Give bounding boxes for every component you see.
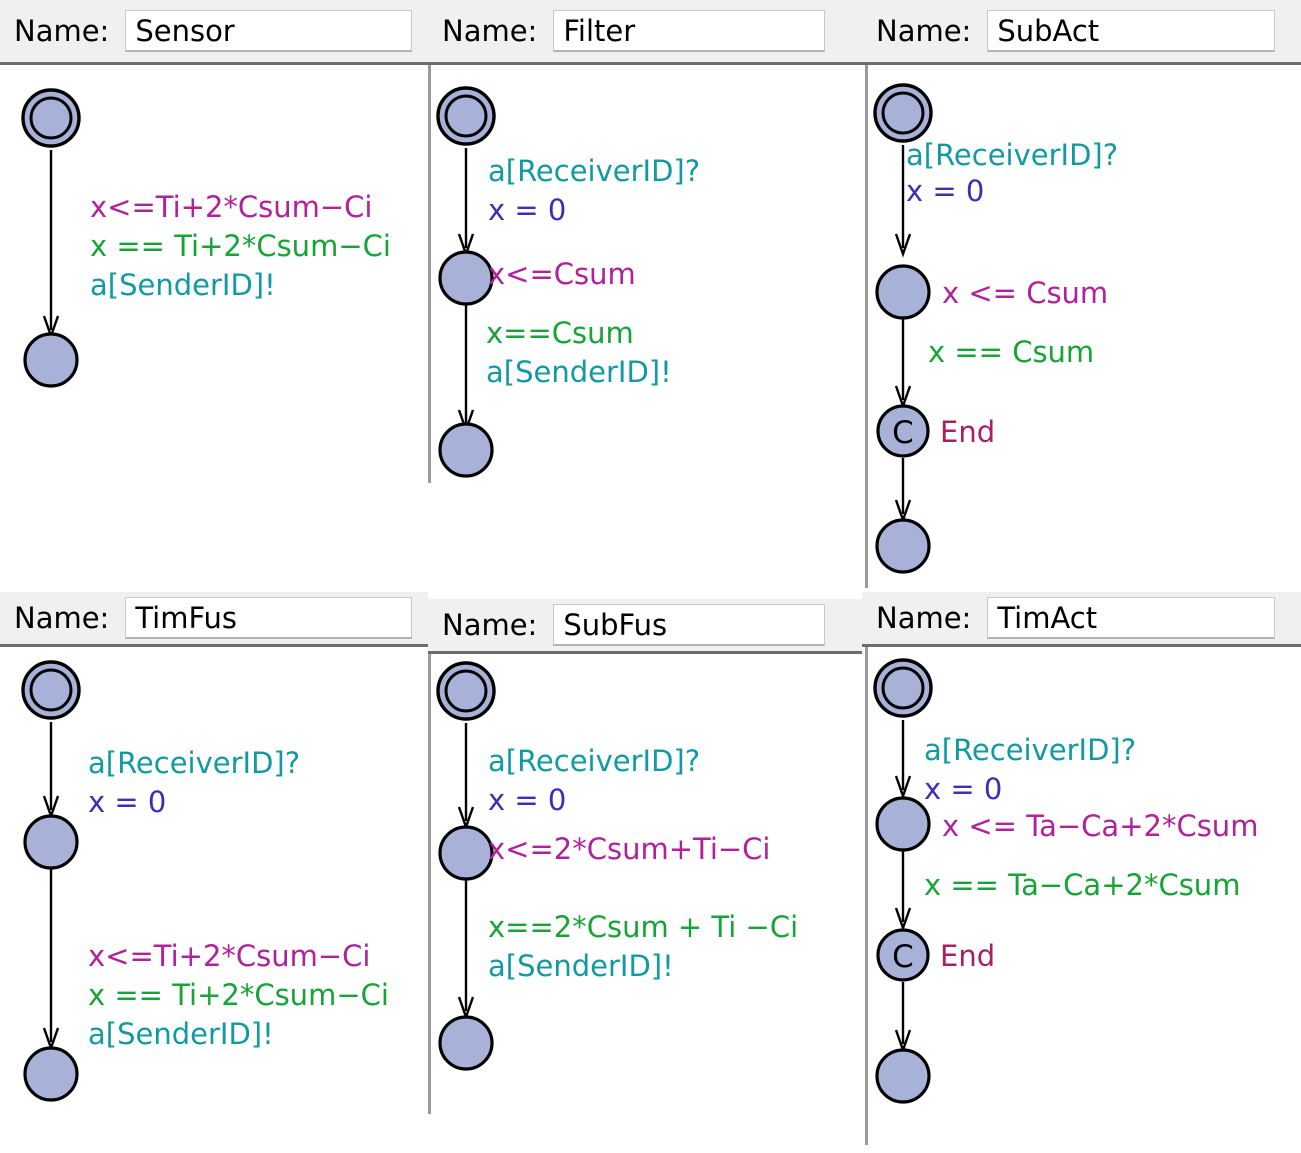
- canvas-left-border: [428, 65, 431, 483]
- name-label: Name:: [14, 14, 110, 48]
- header-rule: [0, 644, 428, 647]
- automaton-graph-timfus: [21, 660, 81, 1102]
- state-committed[interactable]: [876, 928, 930, 982]
- template-panel-sensor: Name: Sensor x<=Ti+2*Csum−Ci x == Ti+2*C…: [0, 0, 428, 580]
- automaton-graph-filter: [436, 86, 496, 478]
- state-initial-inner-ring: [444, 669, 488, 713]
- name-bar-sensor: Name: Sensor: [0, 0, 428, 62]
- state-normal[interactable]: [875, 796, 931, 852]
- transition-assignment[interactable]: x = 0: [924, 772, 1003, 806]
- state-label[interactable]: End: [940, 415, 996, 449]
- transition-guard[interactable]: x == Ta−Ca+2*Csum: [924, 868, 1241, 902]
- state-initial-inner-ring: [444, 94, 488, 138]
- transition-sync[interactable]: a[ReceiverID]?: [488, 154, 701, 188]
- transition-sync[interactable]: a[SenderID]!: [90, 268, 276, 302]
- transition-assignment[interactable]: x = 0: [488, 783, 567, 817]
- state-normal[interactable]: [438, 1015, 494, 1071]
- state-normal[interactable]: [875, 518, 931, 574]
- template-name-input-timact[interactable]: TimAct: [987, 597, 1276, 639]
- template-panel-timfus: Name: TimFus a[ReceiverID]? x = 0 x<=Ti+…: [0, 592, 428, 1153]
- template-panel-filter: Name: Filter a[ReceiverID]? x = 0 x<=Csu…: [428, 0, 862, 580]
- transition-guard[interactable]: x==2*Csum + Ti −Ci: [488, 910, 799, 944]
- state-invariant[interactable]: x<=Csum: [488, 257, 636, 291]
- name-label: Name:: [876, 601, 972, 635]
- transition-sync[interactable]: a[ReceiverID]?: [488, 744, 701, 778]
- template-panel-subfus: Name: SubFus a[ReceiverID]? x = 0 x<=2*C…: [428, 599, 862, 1153]
- state-initial-inner-ring: [881, 91, 925, 135]
- committed-c-icon: C: [892, 415, 914, 451]
- header-rule: [0, 62, 428, 65]
- header-rule: [862, 62, 1301, 65]
- automaton-graph-timact: C: [873, 658, 933, 1104]
- canvas-left-border: [428, 654, 431, 1114]
- state-normal[interactable]: [23, 1046, 79, 1102]
- arrowhead-icon: [894, 907, 912, 932]
- name-bar-filter: Name: Filter: [428, 0, 862, 62]
- arrowhead-icon: [894, 775, 912, 800]
- canvas-left-border: [865, 65, 868, 588]
- state-initial-inner-ring: [881, 666, 925, 710]
- template-name-input-subfus[interactable]: SubFus: [553, 604, 826, 646]
- transition-sync[interactable]: a[SenderID]!: [88, 1017, 274, 1051]
- transition-sync[interactable]: a[ReceiverID]?: [924, 733, 1137, 767]
- state-normal[interactable]: [23, 332, 79, 388]
- transition-assignment[interactable]: x = 0: [906, 174, 985, 208]
- header-rule: [862, 644, 1301, 647]
- transition-guard[interactable]: x == Csum: [928, 335, 1095, 369]
- state-normal[interactable]: [438, 422, 494, 478]
- template-panel-timact: Name: TimAct C a[ReceiverID]? x = 0 x <=…: [862, 592, 1301, 1153]
- state-normal[interactable]: [438, 250, 494, 306]
- transition-guard[interactable]: x == Ti+2*Csum−Ci: [88, 978, 389, 1012]
- transition-assignment[interactable]: x = 0: [488, 193, 567, 227]
- name-bar-timact: Name: TimAct: [862, 592, 1301, 644]
- automaton-graph-sensor: [21, 88, 81, 388]
- name-bar-subfus: Name: SubFus: [428, 599, 862, 651]
- arrowhead-icon: [894, 233, 912, 258]
- template-panel-subact: Name: SubAct C a[ReceiverID]? x = 0 x <=…: [862, 0, 1301, 590]
- transition-sync[interactable]: a[ReceiverID]?: [906, 138, 1119, 172]
- transition-assignment[interactable]: x = 0: [88, 785, 167, 819]
- transition-invariant[interactable]: x<=Ti+2*Csum−Ci: [90, 190, 373, 224]
- name-bar-subact: Name: SubAct: [862, 0, 1301, 62]
- name-label: Name:: [442, 608, 538, 642]
- automaton-graph-subact: C: [873, 83, 933, 574]
- state-initial-inner-ring: [29, 96, 73, 140]
- transition-sync[interactable]: a[SenderID]!: [486, 355, 672, 389]
- name-label: Name:: [14, 601, 110, 635]
- transition-guard[interactable]: x == Ti+2*Csum−Ci: [90, 229, 391, 263]
- canvas-left-border: [865, 647, 868, 1145]
- state-normal[interactable]: [438, 825, 494, 881]
- state-normal[interactable]: [875, 264, 931, 320]
- state-invariant[interactable]: x<=2*Csum+Ti−Ci: [488, 832, 771, 866]
- state-invariant[interactable]: x <= Csum: [942, 276, 1109, 310]
- state-label[interactable]: End: [940, 939, 996, 973]
- name-label: Name:: [442, 14, 538, 48]
- state-normal[interactable]: [23, 814, 79, 870]
- state-initial-inner-ring: [29, 668, 73, 712]
- template-name-input-subact[interactable]: SubAct: [987, 10, 1276, 52]
- transition-invariant[interactable]: x<=Ti+2*Csum−Ci: [88, 939, 371, 973]
- automaton-graph-subfus: [436, 661, 496, 1071]
- state-normal[interactable]: [875, 1048, 931, 1104]
- transition-sync[interactable]: a[ReceiverID]?: [88, 746, 301, 780]
- header-rule: [428, 62, 862, 65]
- transition-sync[interactable]: a[SenderID]!: [488, 949, 674, 983]
- template-name-input-sensor[interactable]: Sensor: [125, 10, 413, 52]
- committed-c-icon: C: [892, 939, 914, 975]
- name-bar-timfus: Name: TimFus: [0, 592, 428, 644]
- transition-guard[interactable]: x==Csum: [486, 316, 634, 350]
- template-name-input-timfus[interactable]: TimFus: [125, 597, 413, 639]
- state-invariant[interactable]: x <= Ta−Ca+2*Csum: [942, 809, 1259, 843]
- name-label: Name:: [876, 14, 972, 48]
- template-name-input-filter[interactable]: Filter: [553, 10, 826, 52]
- state-committed[interactable]: [876, 404, 930, 458]
- header-rule: [428, 651, 862, 654]
